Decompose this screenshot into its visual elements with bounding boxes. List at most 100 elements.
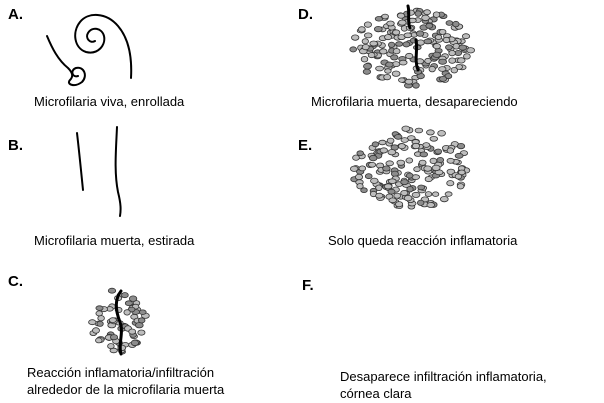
- panel-d-letter: D.: [298, 6, 313, 23]
- inflammatory-cell: [419, 151, 428, 158]
- inflammatory-cell: [456, 143, 466, 150]
- inflammatory-cell: [349, 46, 358, 53]
- inflammatory-cell: [108, 317, 117, 323]
- inflammatory-cell: [448, 49, 456, 57]
- inflammatory-cell: [124, 300, 133, 307]
- inflammatory-cell: [463, 53, 471, 60]
- inflammatory-cell: [360, 56, 369, 63]
- inflammatory-cell: [421, 14, 430, 22]
- inflammatory-cell: [438, 58, 448, 65]
- inflammatory-cell: [437, 130, 446, 137]
- inflammatory-cell: [424, 176, 433, 183]
- inflammatory-cell: [436, 156, 445, 163]
- inflammatory-cell: [438, 66, 447, 72]
- inflammatory-cell: [415, 30, 425, 37]
- inflammatory-cell: [406, 172, 414, 179]
- inflammatory-cell: [385, 160, 394, 167]
- inflammatory-cell: [439, 196, 449, 203]
- inflammatory-cell: [369, 154, 378, 162]
- inflammatory-cell: [350, 165, 359, 172]
- inflammatory-cell: [431, 191, 440, 197]
- panel-f-caption-line1: Desaparece infiltración inflamatoria,: [340, 369, 547, 384]
- inflammatory-cell: [444, 73, 453, 79]
- panel-d-caption: Microfilaria muerta, desapareciendo: [311, 94, 518, 109]
- inflammatory-cell: [397, 143, 406, 150]
- inflammatory-cell: [424, 57, 432, 64]
- inflammatory-cell: [448, 57, 457, 64]
- panel-f-letter: F.: [302, 277, 314, 294]
- inflammatory-cell: [445, 20, 454, 26]
- inflammatory-cell: [110, 334, 119, 341]
- microfilaria: [114, 289, 123, 356]
- panel-f-caption-line2: córnea clara: [340, 386, 412, 401]
- inflammatory-cell: [92, 327, 100, 334]
- inflammatory-cell: [356, 150, 364, 157]
- panel-c-letter: C.: [8, 273, 23, 290]
- inflammatory-cell: [413, 166, 421, 173]
- inflammatory-cell: [385, 61, 394, 68]
- inflammatory-cell: [446, 180, 455, 187]
- inflammatory-cell: [364, 173, 373, 180]
- inflammatory-cell: [454, 152, 464, 159]
- inflammatory-cell: [351, 34, 360, 41]
- inflammatory-cell: [454, 173, 463, 180]
- inflammatory-cell: [128, 328, 137, 335]
- inflammatory-cell: [393, 192, 402, 199]
- inflammatory-cell: [378, 139, 387, 146]
- inflammatory-cell: [367, 52, 376, 59]
- panel-c-caption-line2: alrededor de la microfilaria muerta: [27, 382, 225, 397]
- inflammatory-cell: [402, 41, 411, 48]
- microfilaria: [414, 38, 420, 72]
- inflammatory-cell: [382, 165, 391, 172]
- inflammatory-cell: [358, 165, 367, 172]
- inflammatory-cell: [434, 34, 443, 40]
- inflammatory-cell: [384, 68, 392, 74]
- panel-b-letter: B.: [8, 137, 23, 154]
- inflammatory-cell: [445, 44, 453, 51]
- inflammatory-cell: [396, 12, 406, 19]
- inflammatory-cell: [411, 191, 421, 198]
- inflammatory-cell: [405, 157, 414, 164]
- inflammatory-cell: [373, 25, 383, 33]
- inflammatory-cell: [425, 22, 434, 29]
- inflammatory-cell: [423, 165, 433, 172]
- inflammatory-cell: [390, 54, 399, 61]
- inflammatory-cell: [431, 164, 441, 172]
- inflammatory-cell: [396, 159, 406, 166]
- inflammatory-cell: [379, 147, 388, 154]
- inflammatory-cell: [438, 28, 447, 35]
- inflammatory-cell: [354, 173, 363, 181]
- inflammatory-cell: [361, 38, 369, 45]
- inflammatory-cell: [432, 43, 441, 50]
- inflammatory-cell: [387, 188, 396, 195]
- panel-e-letter: E.: [298, 137, 313, 154]
- inflammatory-cell: [405, 52, 414, 60]
- inflammatory-cell: [422, 142, 431, 148]
- inflammatory-cell: [457, 169, 466, 176]
- inflammatory-cell: [361, 43, 370, 51]
- inflammatory-cell: [352, 154, 360, 161]
- inflammatory-cell: [456, 57, 466, 64]
- inflammatory-cell: [450, 66, 458, 74]
- inflammatory-cell: [424, 191, 433, 198]
- inflammatory-cell: [383, 183, 393, 190]
- panel-e-caption: Solo queda reacción inflamatoria: [328, 233, 518, 248]
- inflammatory-cell: [137, 317, 146, 324]
- inflammatory-cell: [394, 134, 403, 140]
- inflammatory-cell: [423, 38, 433, 45]
- inflammatory-cell: [388, 197, 397, 204]
- inflammatory-cell: [375, 65, 385, 72]
- inflammatory-cell: [444, 191, 453, 197]
- inflammatory-cell: [88, 319, 97, 326]
- inflammatory-cell: [403, 194, 413, 202]
- inflammatory-cell: [391, 70, 401, 77]
- inflammatory-cell: [386, 20, 395, 27]
- inflammatory-cell: [458, 44, 468, 51]
- inflammatory-cell: [123, 309, 131, 316]
- inflammatory-cell: [95, 305, 104, 311]
- inflammatory-cell: [107, 343, 115, 350]
- inflammatory-cell: [397, 19, 407, 26]
